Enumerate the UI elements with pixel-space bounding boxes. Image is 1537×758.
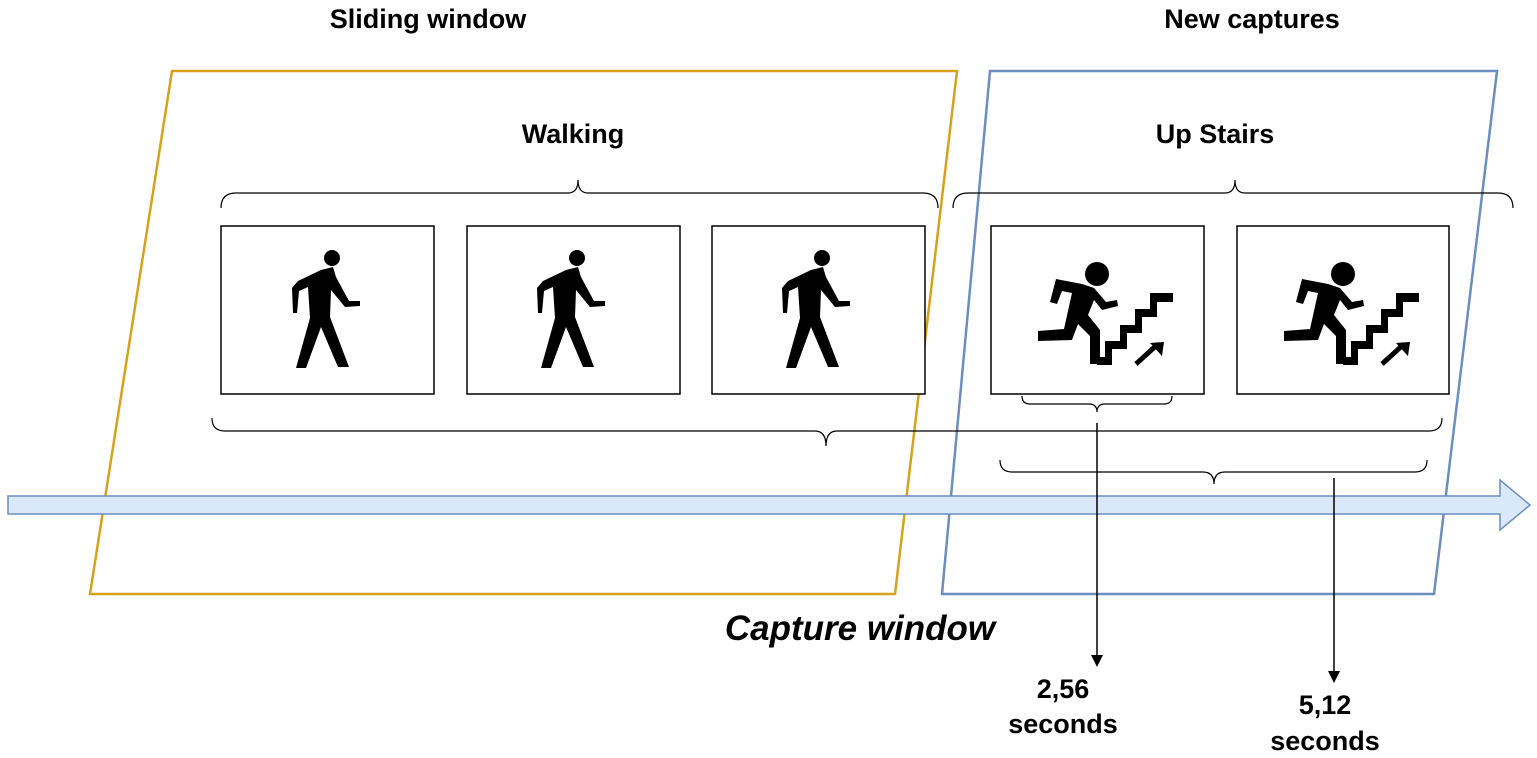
up-stairs-label: Up Stairs [1156, 119, 1275, 149]
sliding-window-outline [88, 69, 959, 596]
frame-up-stairs-1 [990, 225, 1205, 395]
time-label-1-value: 2,56 [1037, 674, 1090, 704]
first-time-pointer [1091, 423, 1103, 667]
sliding-window-header: Sliding window [330, 4, 527, 34]
all-frames-brace [211, 417, 1443, 447]
first-capture-brace [1021, 395, 1173, 413]
second-capture-brace [999, 459, 1428, 485]
new-captures-outline [940, 69, 1499, 596]
walking-label: Walking [522, 119, 625, 149]
time-label-2-value: 5,12 [1299, 690, 1352, 720]
second-time-pointer [1328, 478, 1340, 683]
frame-walking-3 [711, 225, 926, 395]
frame-walking-1 [220, 225, 435, 395]
time-label-1-unit: seconds [1008, 709, 1118, 739]
walking-brace [220, 179, 939, 209]
frame-walking-2 [466, 225, 681, 395]
frame-up-stairs-2 [1236, 225, 1450, 395]
up-stairs-brace [952, 179, 1514, 209]
time-label-2-unit: seconds [1270, 726, 1380, 756]
capture-window-label: Capture window [725, 609, 998, 648]
timeline-arrow [7, 478, 1532, 532]
new-captures-header: New captures [1164, 4, 1340, 34]
